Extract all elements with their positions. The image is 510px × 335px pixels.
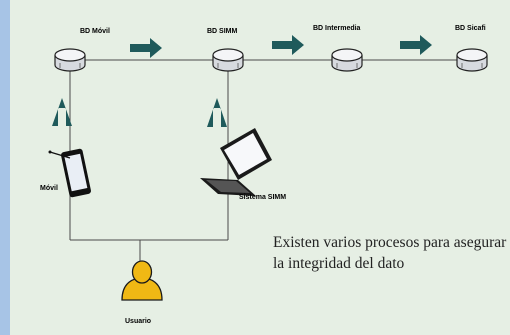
arrow-up-icon <box>52 98 72 126</box>
label-bd-simm: BD SIMM <box>207 28 238 35</box>
label-bd-sicafi: BD Sicafi <box>455 25 486 32</box>
label-bd-movil: BD Móvil <box>80 28 110 35</box>
database-bd-intermedia <box>331 48 363 72</box>
label-bd-intermedia: BD Intermedia <box>313 25 361 32</box>
user-icon <box>121 260 163 301</box>
arrow-right-icon <box>272 35 304 55</box>
mobile-device-icon <box>48 148 91 198</box>
database-bd-movil <box>54 48 86 72</box>
database-bd-simm <box>212 48 244 72</box>
label-sistema-simm: Sistema SIMM <box>239 194 286 201</box>
flow-arrows-horizontal <box>130 35 432 58</box>
arrow-right-icon <box>130 38 162 58</box>
label-movil: Móvil <box>40 185 58 192</box>
diagram-canvas: BD Móvil BD SIMM BD Intermedia BD Sicafi <box>10 0 510 335</box>
flow-arrows-vertical <box>52 98 227 127</box>
arrow-up-icon <box>207 98 227 127</box>
label-usuario: Usuario <box>125 318 151 325</box>
laptop-icon <box>200 128 272 196</box>
diagram-svg: BD Móvil BD SIMM BD Intermedia BD Sicafi <box>40 25 488 325</box>
database-bd-sicafi <box>456 48 488 72</box>
caption-text: Existen varios procesos para asegurar la… <box>273 234 507 272</box>
arrow-right-icon <box>400 35 432 55</box>
